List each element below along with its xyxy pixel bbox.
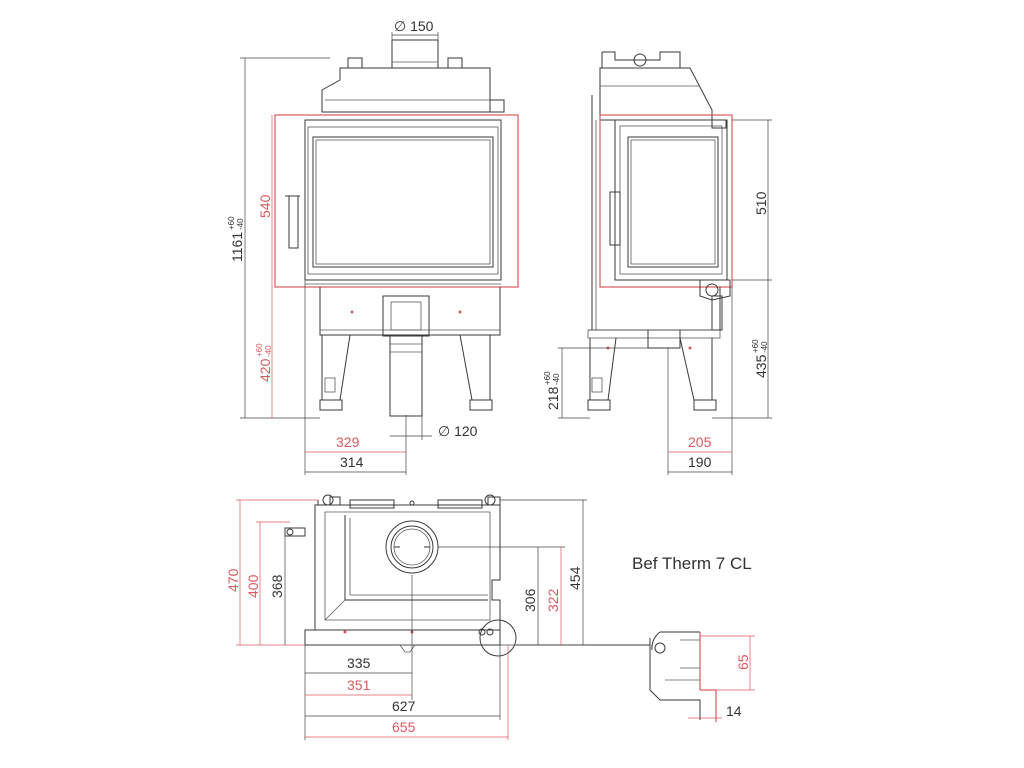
detail-width-label: 14 [726,703,742,719]
side-width-red-label: 205 [688,434,712,450]
front-door-handle[interactable] [285,195,300,249]
front-width-red-label: 329 [336,434,360,450]
side-door-handle[interactable] [609,191,621,246]
front-top-hood [321,67,491,113]
top-flue-offset-red-label: 322 [545,588,561,612]
front-left-leg [321,334,351,401]
front-width-black-label: 314 [340,454,364,470]
top-width-335-label: 335 [347,655,371,671]
side-red-frame [599,114,733,288]
front-base-height-label: 420 [257,358,273,382]
svg-text:+60: +60 [227,216,236,230]
svg-text:-40: -40 [236,218,245,230]
svg-text:-40: -40 [264,345,273,357]
top-depth-black-label: 368 [269,574,285,598]
front-air-diameter-label: ∅ 120 [438,423,478,439]
svg-text:-40: -40 [552,373,561,385]
top-dimensions: 470 400 368 454 306 322 [225,499,587,740]
top-depth-red-inner-label: 400 [245,574,261,598]
side-left-leg [589,337,617,401]
top-depth-red-outer-label: 470 [225,568,241,592]
front-base-box [319,287,501,336]
front-red-frame [274,114,519,288]
svg-text:+60: +60 [543,371,552,385]
side-view [587,51,733,411]
top-flue-offset-black-label: 306 [522,588,538,612]
side-base-height-label: 435 [753,354,769,378]
side-door-frame [614,119,728,281]
top-detail-callout [479,619,517,657]
side-top-hood [599,67,713,121]
front-right-leg [459,334,491,401]
front-door-frame [304,119,502,281]
svg-text:+60: +60 [751,339,760,353]
top-width-627-label: 627 [392,698,416,714]
side-dimensions: 510 435 +60 -40 218 +60 -40 205 190 [543,119,772,475]
front-glass [312,136,494,268]
side-inlet-height-label: 218 [545,386,561,410]
front-flue-diameter-label: ∅ 150 [394,18,434,34]
front-total-height-label: 1161 [229,232,245,262]
top-width-351-label: 351 [347,677,371,693]
detail-view: 65 14 [649,631,755,722]
front-flue-collar [391,39,439,69]
side-door-height-label: 510 [753,191,769,215]
svg-text:+60: +60 [255,343,264,357]
top-flue-inner [390,525,434,569]
top-depth-right-label: 454 [567,566,583,590]
side-width-black-label: 190 [688,454,712,470]
top-view [284,494,650,657]
product-title: Bef Therm 7 CL [632,554,752,573]
front-dimensions: ∅ 150 1161 +60 -40 540 420 +60 -40 329 [227,18,478,475]
svg-text:-40: -40 [760,341,769,353]
top-width-655-label: 655 [392,719,416,735]
side-right-leg [679,337,713,401]
detail-height-label: 65 [735,654,751,670]
front-door-height-label: 540 [257,194,273,218]
side-glass [627,136,719,268]
side-flue [601,51,681,68]
front-view [274,39,519,417]
